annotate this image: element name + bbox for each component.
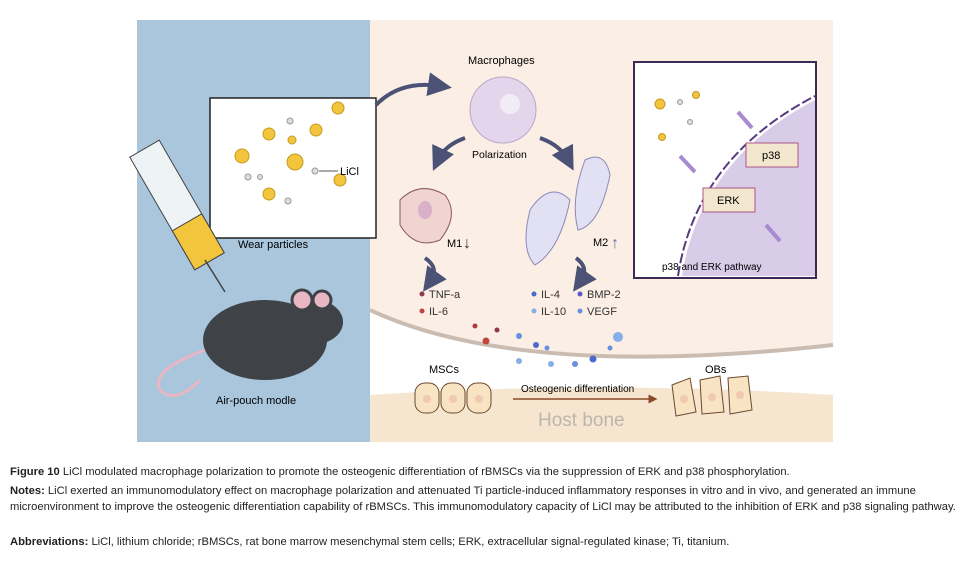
air-pouch-label: Air-pouch modle: [216, 395, 296, 407]
cytokine-tnf: TNF-a: [429, 289, 461, 301]
cytokine-il4: IL-4: [541, 289, 560, 301]
m2-label: M2: [593, 237, 608, 249]
figure-illustration: LiCl Wear particles Air-pouch modle Macr…: [129, 20, 834, 442]
syringe-icon: [129, 139, 226, 293]
notes-label: Notes:: [10, 485, 45, 497]
secreted-factors: [472, 323, 623, 367]
up-arrow-icon: ↑: [611, 235, 619, 252]
cytokine-il10: IL-10: [541, 306, 566, 318]
cytokine-bmp2: BMP-2: [587, 289, 621, 301]
polarization-label: Polarization: [472, 149, 527, 161]
wear-particles-icon: [234, 101, 347, 201]
cytokine-vegf: VEGF: [587, 306, 617, 318]
p38-box: [745, 142, 799, 168]
figure-abbreviations: Abbreviations: LiCl, lithium chloride; r…: [10, 534, 965, 550]
abbreviations-text: LiCl, lithium chloride; rBMSCs, rat bone…: [91, 536, 730, 548]
abbreviations-label: Abbreviations:: [10, 536, 89, 548]
wear-particles-label: Wear particles: [238, 239, 309, 251]
pathway-label: p38 and ERK pathway: [662, 262, 762, 273]
m2-macrophage: [525, 156, 611, 266]
figure-caption-title: Figure 10 LiCl modulated macrophage pola…: [10, 464, 965, 480]
erk-box: [702, 187, 756, 213]
obs-label: OBs: [705, 364, 727, 376]
p38-label: p38: [762, 150, 780, 162]
figure-notes: Notes: LiCl exerted an immunomodulatory …: [10, 483, 965, 515]
macrophages-label: Macrophages: [468, 55, 535, 67]
cytokine-il6: IL-6: [429, 306, 448, 318]
osteogenic-label: Osteogenic differentiation: [521, 384, 634, 395]
m1-macrophage: [399, 188, 452, 244]
licl-label: LiCl: [340, 166, 359, 178]
erk-label: ERK: [717, 195, 740, 207]
mscs-label: MSCs: [429, 364, 459, 376]
notes-text: LiCl exerted an immunomodulatory effect …: [10, 485, 956, 513]
mouse-icon: [157, 288, 343, 398]
figure-label: Figure 10: [10, 466, 60, 478]
m1-label: M1: [447, 238, 462, 250]
host-bone-label: Host bone: [538, 410, 625, 431]
down-arrow-icon: ↓: [463, 235, 471, 252]
caption-title: LiCl modulated macrophage polarization t…: [62, 466, 790, 478]
